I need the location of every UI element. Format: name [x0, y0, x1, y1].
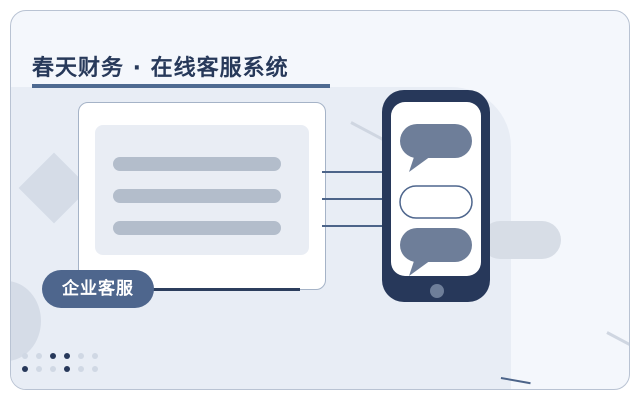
- dot: [50, 366, 56, 372]
- phone-screen: [391, 102, 481, 276]
- chat-bubble-outline-icon: [399, 185, 473, 219]
- dot: [78, 353, 84, 359]
- dot: [92, 366, 98, 372]
- screen-text-line: [113, 157, 281, 171]
- dot: [36, 366, 42, 372]
- desktop-monitor-icon: [78, 102, 326, 290]
- dot: [22, 366, 28, 372]
- monitor-stand: [150, 288, 300, 291]
- connector-line: [322, 171, 384, 173]
- dot: [92, 353, 98, 359]
- enterprise-service-badge: 企业客服: [42, 270, 154, 308]
- chat-bubble-icon: [400, 228, 472, 276]
- title-underline: [32, 84, 330, 88]
- connector-line: [322, 198, 384, 200]
- dot: [36, 353, 42, 359]
- screen-text-line: [113, 221, 281, 235]
- decorative-dots: [10, 353, 100, 383]
- monitor-screen: [95, 125, 309, 255]
- dot: [64, 353, 70, 359]
- page-title: 春天财务 · 在线客服系统: [32, 56, 289, 81]
- dot: [22, 353, 28, 359]
- connector-line: [322, 225, 384, 227]
- dot: [50, 353, 56, 359]
- dot: [78, 366, 84, 372]
- screen-text-line: [113, 189, 281, 203]
- chat-bubble-icon: [400, 124, 472, 172]
- chat-bubbles: [399, 124, 473, 276]
- dot: [64, 366, 70, 372]
- background-stripe: [606, 331, 629, 353]
- home-button-icon: [430, 284, 444, 298]
- background-pill: [481, 221, 561, 259]
- smartphone-chat-icon: [382, 90, 490, 302]
